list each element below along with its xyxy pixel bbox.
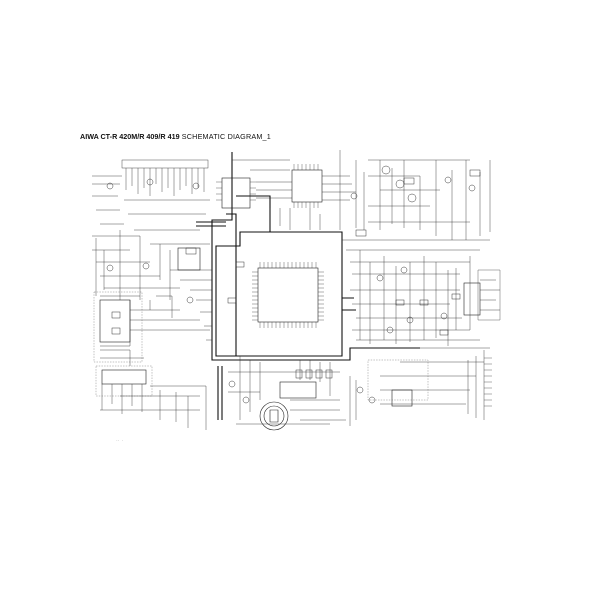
lower-left-ic (101, 369, 147, 385)
page-title: AIWA CT-R 420M/R 409/R 419 SCHEMATIC DIA… (80, 132, 271, 141)
lower-right-ic (391, 389, 413, 407)
left-upper-ic (221, 177, 251, 209)
lower-mid-ic (279, 381, 317, 399)
components (106, 165, 481, 404)
right-connector (463, 282, 481, 316)
title-sheet: SCHEMATIC DIAGRAM_1 (179, 132, 271, 141)
bottom-label-left: ·· · (116, 438, 124, 442)
upper-middle-wiring (232, 150, 365, 230)
title-model: AIWA CT-R 420M/R 409/R 419 (80, 132, 180, 141)
motor-circle (259, 401, 289, 431)
left-wiring (92, 230, 212, 430)
left-ic-block (99, 299, 131, 343)
right-edge-connectors (477, 269, 501, 407)
mcu-chip (257, 267, 319, 323)
lower-wiring (228, 356, 357, 426)
main-bus-lines (196, 152, 420, 420)
mcu-pins (216, 164, 324, 328)
upper-ic (291, 169, 323, 203)
dotted-regions (93, 291, 429, 401)
right-wiring (342, 159, 500, 420)
top-connector (92, 159, 210, 245)
mid-left-ic (177, 247, 201, 271)
